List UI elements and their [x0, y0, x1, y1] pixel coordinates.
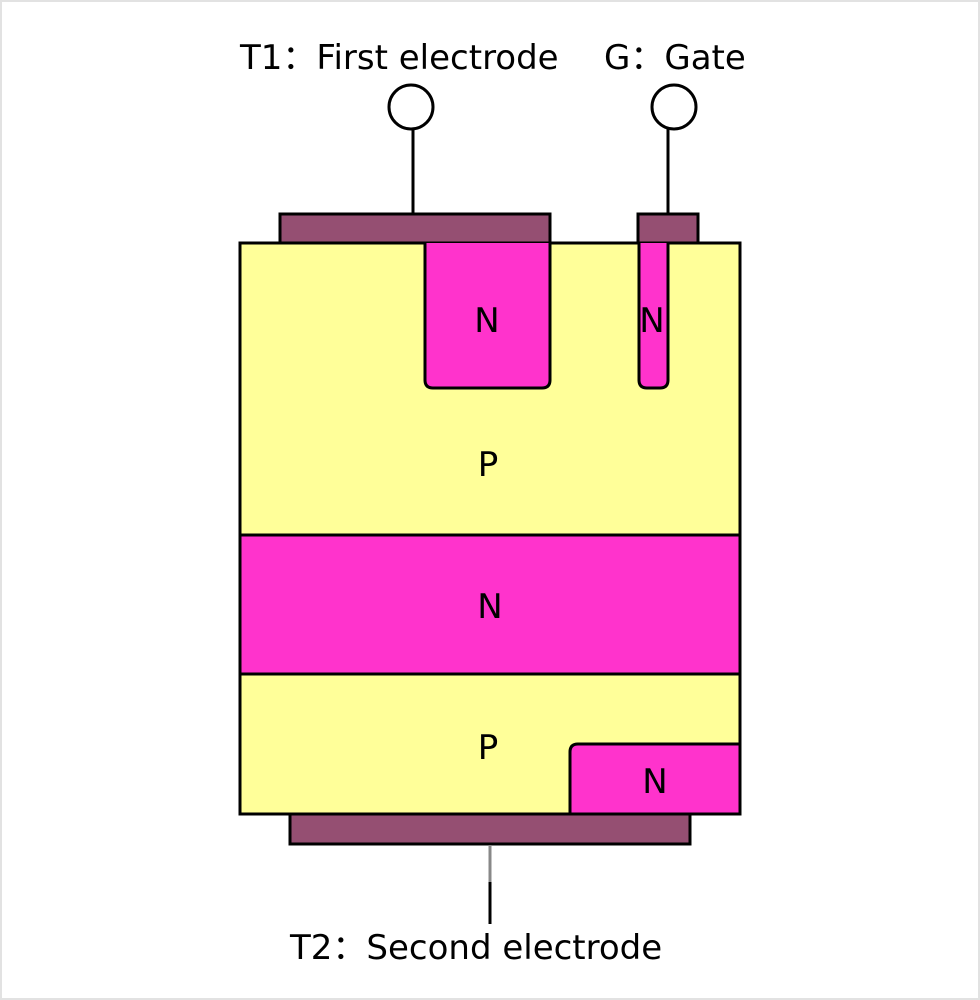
gate-label: G：Gate — [604, 38, 746, 78]
n-bottom-right-label: N — [642, 762, 667, 802]
n-middle-label: N — [477, 587, 502, 627]
n-gate-label: N — [639, 301, 664, 341]
t1-label: T1：First electrode — [239, 38, 559, 78]
gate-terminal-circle — [650, 83, 698, 131]
t2-electrode — [288, 812, 692, 846]
n-region-bottom-right — [568, 742, 742, 816]
n-region-top-left — [423, 243, 552, 390]
p-lower-label: P — [478, 728, 499, 768]
t1-electrode — [278, 212, 552, 246]
n-top-left-label: N — [474, 301, 499, 341]
n-region-gate — [637, 243, 670, 390]
gate-electrode — [636, 212, 700, 246]
p-upper-label: P — [478, 445, 499, 485]
t1-terminal-circle — [387, 83, 435, 131]
t2-label: T2：Second electrode — [289, 928, 662, 968]
